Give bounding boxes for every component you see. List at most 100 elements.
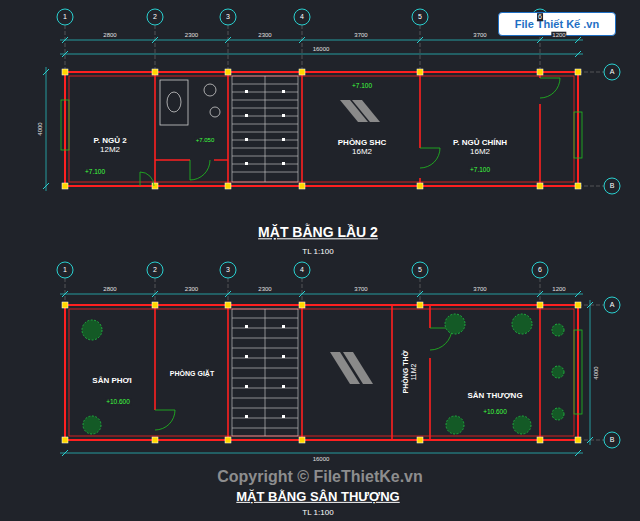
- planter: [82, 320, 102, 340]
- logo-text: File Thiết Kế .vn: [515, 18, 599, 31]
- column: [299, 69, 305, 75]
- wall: [301, 72, 303, 186]
- dimension-tick: [575, 450, 581, 456]
- room: SÂN PHƠI: [72, 372, 152, 390]
- dimension-line: [60, 453, 583, 454]
- dimension-tick: [225, 291, 231, 297]
- void-hatch: [340, 100, 380, 122]
- stair-baluster: [245, 162, 248, 165]
- stair-baluster: [245, 138, 248, 141]
- void-hatch: [352, 100, 380, 122]
- axis-bubble: [57, 9, 620, 194]
- dimension: 2300: [184, 32, 199, 39]
- room-area: 11M2: [410, 364, 418, 381]
- column: [575, 302, 581, 308]
- dimension-tick: [575, 291, 581, 297]
- bathroom-fixture: [204, 84, 216, 96]
- stair-baluster: [282, 415, 285, 418]
- wall: [227, 72, 229, 186]
- dimension-tick: [537, 291, 543, 297]
- stair-baluster: [245, 325, 248, 328]
- column: [417, 437, 423, 443]
- dimension: 2300: [184, 286, 199, 293]
- dimension-tick: [62, 291, 68, 297]
- column: [537, 302, 543, 308]
- stair-baluster: [282, 90, 285, 93]
- planter: [552, 324, 564, 336]
- dimension: 4000: [37, 121, 44, 136]
- room: PHÒNG THỜ11M2: [398, 328, 422, 416]
- level-mark: +7.050: [195, 137, 216, 144]
- axis-bubble: [604, 297, 620, 313]
- axis-bubble: [604, 432, 620, 448]
- axis-letter: A: [609, 301, 616, 309]
- door-swing: [190, 160, 210, 180]
- axis-grid-upper: [302, 25, 303, 72]
- column: [299, 302, 305, 308]
- room-area: 16M2: [352, 147, 372, 156]
- column: [225, 437, 231, 443]
- void-hatch: [330, 352, 373, 384]
- column: [225, 302, 231, 308]
- planter: [83, 416, 101, 434]
- dimension-tick: [62, 450, 68, 456]
- axis-number: 3: [225, 13, 231, 21]
- axis-letter: B: [609, 436, 616, 444]
- stair-baluster: [282, 138, 285, 141]
- door-swing: [140, 78, 560, 186]
- dimension: 2800: [102, 32, 117, 39]
- stair-baluster: [245, 90, 285, 165]
- column: [575, 183, 581, 189]
- scale-note: TL 1:100: [301, 248, 334, 257]
- dimension-tick: [587, 437, 593, 443]
- dimension-tick: [62, 51, 68, 57]
- dimension-line: [60, 294, 590, 453]
- planter: [445, 314, 465, 334]
- dimension-line: [60, 54, 583, 55]
- column: [299, 183, 305, 189]
- column: [152, 69, 158, 75]
- dimension-line: [60, 40, 583, 41]
- axis-bubble: [294, 9, 310, 25]
- room-name: SÂN THƯỢNG: [467, 391, 522, 400]
- plan-title: MẶT BẰNG SÂN THƯỢNG: [235, 490, 400, 504]
- dimension-tick: [152, 291, 158, 297]
- door-swing: [155, 410, 175, 430]
- axis-grid-roof: [65, 278, 66, 305]
- wall: [214, 159, 228, 160]
- dimension: 16000: [312, 456, 331, 463]
- room-name: PHÒNG GIẶT: [170, 370, 214, 378]
- staircase: [232, 318, 298, 428]
- column: [62, 69, 68, 75]
- stair-baluster: [282, 325, 285, 328]
- column: [225, 183, 231, 189]
- staircase: [232, 309, 298, 436]
- level-mark: +10.600: [482, 408, 508, 415]
- window: [574, 330, 582, 414]
- watermark: Copyright © FileThietKe.vn: [217, 468, 423, 486]
- column: [417, 69, 423, 75]
- axis-bubble: [220, 9, 236, 25]
- room-area: 12M2: [100, 145, 120, 154]
- dimension-tick: [225, 37, 231, 43]
- column: [537, 69, 543, 75]
- door-swing: [420, 148, 440, 168]
- dimension-tick: [43, 37, 581, 189]
- dimension-tick: [417, 37, 423, 43]
- dimension-tick: [537, 37, 543, 43]
- level-mark: +7.100: [351, 82, 373, 89]
- wall: [65, 72, 578, 186]
- axis-number: 4: [299, 13, 305, 21]
- column: [152, 302, 158, 308]
- axis-grid-roof: [540, 278, 541, 305]
- dimension: 4000: [593, 365, 600, 380]
- room: PHÒNG SHC16M2: [310, 132, 414, 162]
- stair-baluster: [282, 385, 285, 388]
- window: [61, 100, 69, 150]
- room-area: 16M2: [470, 147, 490, 156]
- axis-grid-upper: [578, 72, 604, 73]
- bathroom-fixture: [160, 80, 188, 125]
- column: [537, 183, 543, 189]
- axis-bubble: [57, 262, 73, 278]
